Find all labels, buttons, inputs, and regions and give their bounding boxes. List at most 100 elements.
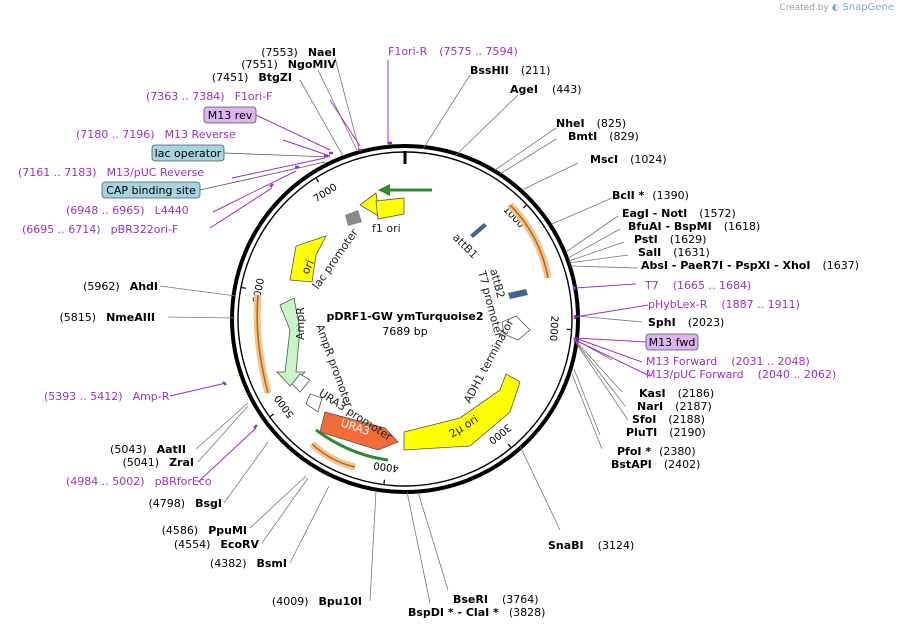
plasmid-size: 7689 bp: [382, 325, 427, 338]
site-nhei: NheI(825): [556, 117, 626, 130]
site-leaders: [159, 57, 643, 604]
primer-leaders: [169, 60, 651, 483]
m13-rev-box: [203, 106, 257, 124]
feature-label-ori: ori: [299, 258, 317, 276]
feature-label-lac-promoter: lac promoter: [310, 226, 361, 292]
primer-f1ori-f: (7363 .. 7384)F1ori-F: [146, 90, 273, 103]
feature-t7-promoter: [501, 315, 531, 341]
credit-prefix: Created by: [779, 3, 829, 13]
feature-f1-ori: [375, 197, 405, 220]
feature-bottom-green-arc: [315, 428, 389, 462]
m13-fwd-leader: [574, 337, 647, 343]
cap-site-leader: [199, 161, 326, 191]
primer-labels-right: T7(1665 .. 1684) pHybLex-R(1887 .. 1911)…: [644, 279, 836, 381]
site-sali: SalI(1631): [638, 246, 710, 259]
site-ahdi: (5962)AhdI: [83, 280, 158, 293]
site-snabi: SnaBI(3124): [548, 539, 634, 552]
feature-orange-line-top: [509, 204, 549, 279]
scale-tick-1000: [522, 204, 528, 209]
feature-orange-line-left: [256, 294, 269, 394]
site-psti: PstI(1629): [634, 233, 706, 246]
m13-rev-leader: [255, 114, 331, 151]
site-pfoi: PfoI *(2380): [617, 445, 696, 458]
backbone-outer: [230, 144, 580, 494]
scale-tick-5000: [269, 413, 275, 418]
site-labels-right: BssHII(211) AgeI(443) NheI(825) BmtI(829…: [408, 64, 859, 619]
primer-l4440: (6948 .. 6965)L4440: [66, 204, 189, 217]
arrow-icon: [378, 184, 390, 196]
plasmid-name: pDRF1-GW ymTurquoise2: [326, 310, 483, 323]
site-kasi: KasI(2186): [639, 387, 714, 400]
feature-ura3: [319, 411, 399, 451]
site-bstapi: BstAPI(2402): [611, 458, 700, 471]
feature-ampr-promoter: [291, 373, 311, 393]
cap-binding-site-label: CAP binding site: [106, 184, 196, 197]
site-bsshii: BssHII(211): [470, 64, 550, 77]
primer-marks: [222, 141, 577, 429]
primer-labels-left: F1ori-R(7575 .. 7594) (7363 .. 7384)F1or…: [18, 45, 518, 488]
site-bsgi: (4798)BsgI: [149, 497, 222, 510]
site-sfoi: SfoI(2188): [632, 413, 705, 426]
primer-m13-reverse: (7180 .. 7196)M13 Reverse: [76, 128, 236, 141]
site-zrai: (5041)ZraI: [123, 456, 195, 469]
site-ngomiv: (7551)NgoMIV: [241, 58, 336, 71]
feature-ori: [289, 235, 327, 283]
scale-tick-7000: [315, 177, 320, 183]
site-naei: (7553)NaeI: [261, 46, 336, 59]
site-bsmi: (4382)BsmI: [210, 557, 287, 570]
m13-rev-label: M13 rev: [208, 109, 253, 122]
site-bspdi-clai: BspDI * - ClaI *(3828): [408, 606, 545, 619]
primer-pbrforeco: (4984 .. 5002)pBRforEco: [66, 475, 212, 488]
feature-orange-line-bottom: [311, 443, 356, 468]
primer-amp-r: (5393 .. 5412)Amp-R: [44, 390, 170, 403]
feature-ura3-promoter: [305, 393, 323, 413]
snapgene-logo-icon: ◐: [831, 3, 840, 13]
primer-t7: T7(1665 .. 1684): [644, 279, 751, 292]
feature-label-ampr: AmpR: [294, 307, 307, 340]
site-bseri: BseRI(3764): [453, 593, 539, 606]
scale-tick-4000: [383, 479, 386, 485]
primer-m13-forward: M13 Forward(2031 .. 2048): [646, 355, 810, 368]
primer-phyblex-r: pHybLex-R(1887 .. 1911): [648, 298, 800, 311]
primer-m13-puc-forward: M13/pUC Forward(2040 .. 2062): [646, 368, 836, 381]
site-nari: NarI(2187): [637, 400, 712, 413]
primer-m13-puc-reverse: (7161 .. 7183)M13/pUC Reverse: [18, 166, 204, 179]
scale-tick-label-2000: 2000: [547, 315, 560, 341]
scale-tick-3000: [507, 443, 512, 449]
scale-tick-6000: [240, 286, 247, 289]
feature-attb1: [470, 223, 487, 238]
lac-operator-box: [151, 144, 225, 162]
primer-pbr322ori-f: (6695 .. 6714)pBR322ori-F: [22, 223, 178, 236]
cap-binding-site-box: [101, 181, 201, 199]
credit-brand: SnapGene: [842, 2, 894, 13]
site-sphi: SphI(2023): [648, 316, 724, 329]
scale-tick-label-5000: 5000: [273, 393, 297, 420]
site-ppumi: (4586)PpuMI: [162, 524, 247, 537]
site-aatii: (5043)AatII: [110, 443, 186, 456]
site-btgzi: (7451)BtgZI: [212, 71, 292, 84]
feature-lac-operator: [345, 210, 362, 226]
site-labels-left: (7553)NaeI (7551)NgoMIV (7451)BtgZI (596…: [60, 46, 363, 608]
lac-operator-label: lac operator: [155, 147, 222, 160]
snapgene-credit: Created by ◐ SnapGene: [779, 2, 894, 13]
lac-operator-leader: [223, 152, 331, 158]
site-bpu10i: (4009)Bpu10I: [272, 595, 362, 608]
site-msci: MscI(1024): [590, 153, 667, 166]
feature-label-f1-ori: f1 ori: [372, 222, 401, 235]
site-bfuai-bspmi: BfuAI - BspMI(1618): [628, 220, 760, 233]
site-absi-xhoi: AbsI - PaeR7I - PspXI - XhoI(1637): [641, 259, 859, 272]
boxed-labels: M13 rev lac operator CAP binding site M1…: [101, 106, 699, 351]
site-bcli: BclI *(1390): [612, 189, 689, 202]
site-bmti: BmtI(829): [568, 130, 639, 143]
site-agei: AgeI(443): [510, 83, 582, 96]
primer-f1ori-r: F1ori-R(7575 .. 7594): [388, 45, 518, 58]
site-ecorv: (4554)EcoRV: [174, 538, 260, 551]
scale-tick-label-7000: 7000: [312, 182, 339, 205]
scale-tick-label-4000: 4000: [373, 459, 400, 473]
site-pluti: PluTI(2190): [626, 426, 706, 439]
feature-2mu-ori: [403, 373, 521, 451]
site-nmeaiii: (5815)NmeAIII: [60, 311, 156, 324]
m13-fwd-label: M13 fwd: [649, 336, 696, 349]
site-eagi-noti: EagI - NotI(1572): [622, 207, 736, 220]
